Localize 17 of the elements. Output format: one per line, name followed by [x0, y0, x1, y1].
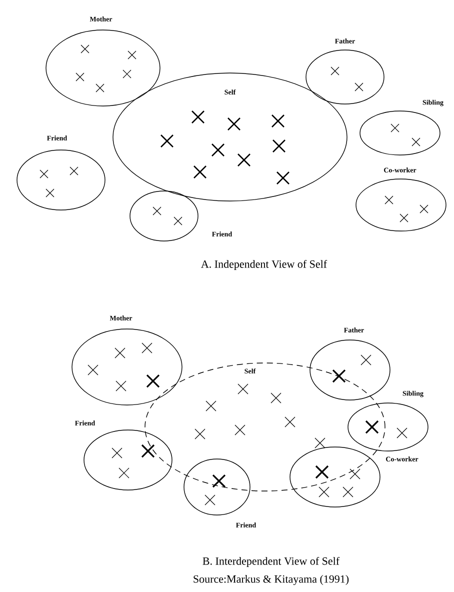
group-ellipse [72, 316, 182, 406]
group-ellipse [290, 446, 418, 508]
group-ellipse [75, 420, 172, 490]
group-ellipse [360, 100, 444, 156]
group-ellipse [310, 328, 390, 400]
group-ellipse [144, 362, 386, 492]
group-ellipse [130, 190, 232, 242]
caption: B. Interdependent View of Self [202, 556, 340, 568]
caption: Source:Markus & Kitayama (1991) [194, 575, 349, 585]
caption: A. Independent View of Self [201, 260, 328, 270]
group-ellipse [112, 72, 348, 202]
group-ellipse [306, 38, 384, 104]
group-ellipse [348, 390, 428, 452]
group-ellipse [46, 16, 160, 106]
group-ellipse [356, 168, 446, 232]
group-ellipse [16, 136, 106, 210]
group-ellipse [184, 458, 256, 528]
